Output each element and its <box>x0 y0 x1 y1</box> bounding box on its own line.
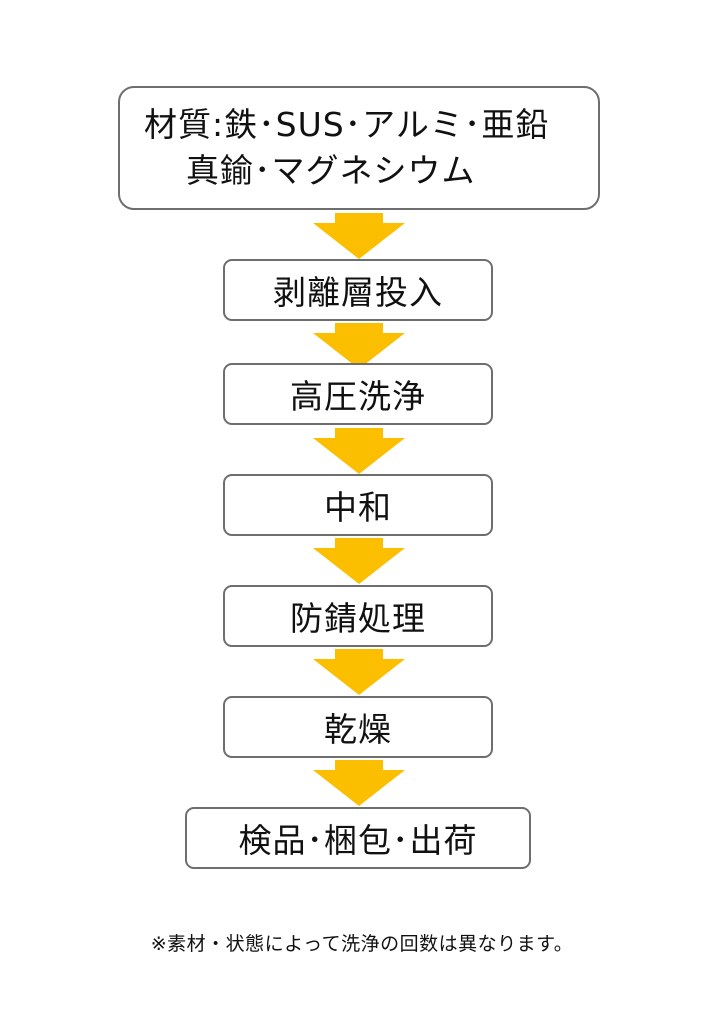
flow-arrow-1 <box>313 213 405 259</box>
step-label: 乾燥 <box>324 710 392 749</box>
step-rust-prevention: 防錆処理 <box>223 585 493 647</box>
flow-arrow-6 <box>313 760 405 806</box>
step-label: 中和 <box>324 488 392 527</box>
step-high-pressure-wash: 高圧洗浄 <box>223 363 493 425</box>
step-drying: 乾燥 <box>223 696 493 758</box>
step-label: 防錆処理 <box>290 599 426 638</box>
step-label: 検品･梱包･出荷 <box>238 821 478 860</box>
flow-arrow-4 <box>313 538 405 584</box>
materials-line-2: 真鍮･マグネシウム <box>186 151 476 190</box>
flow-arrow-3 <box>313 428 405 474</box>
step-label: 剥離層投入 <box>273 273 443 312</box>
materials-line-1: 材質:鉄･SUS･アルミ･亜鉛 <box>144 105 550 144</box>
step-label: 高圧洗浄 <box>290 377 426 416</box>
step-inspection-packing-shipping: 検品･梱包･出荷 <box>185 807 531 869</box>
flow-arrow-2 <box>313 323 405 369</box>
step-stripping-layer-input: 剥離層投入 <box>223 259 493 321</box>
materials-box: 材質:鉄･SUS･アルミ･亜鉛 真鍮･マグネシウム <box>118 86 600 210</box>
footnote: ※素材・状態によって洗浄の回数は異なります。 <box>150 933 574 955</box>
flow-arrow-5 <box>313 649 405 695</box>
step-neutralization: 中和 <box>223 474 493 536</box>
